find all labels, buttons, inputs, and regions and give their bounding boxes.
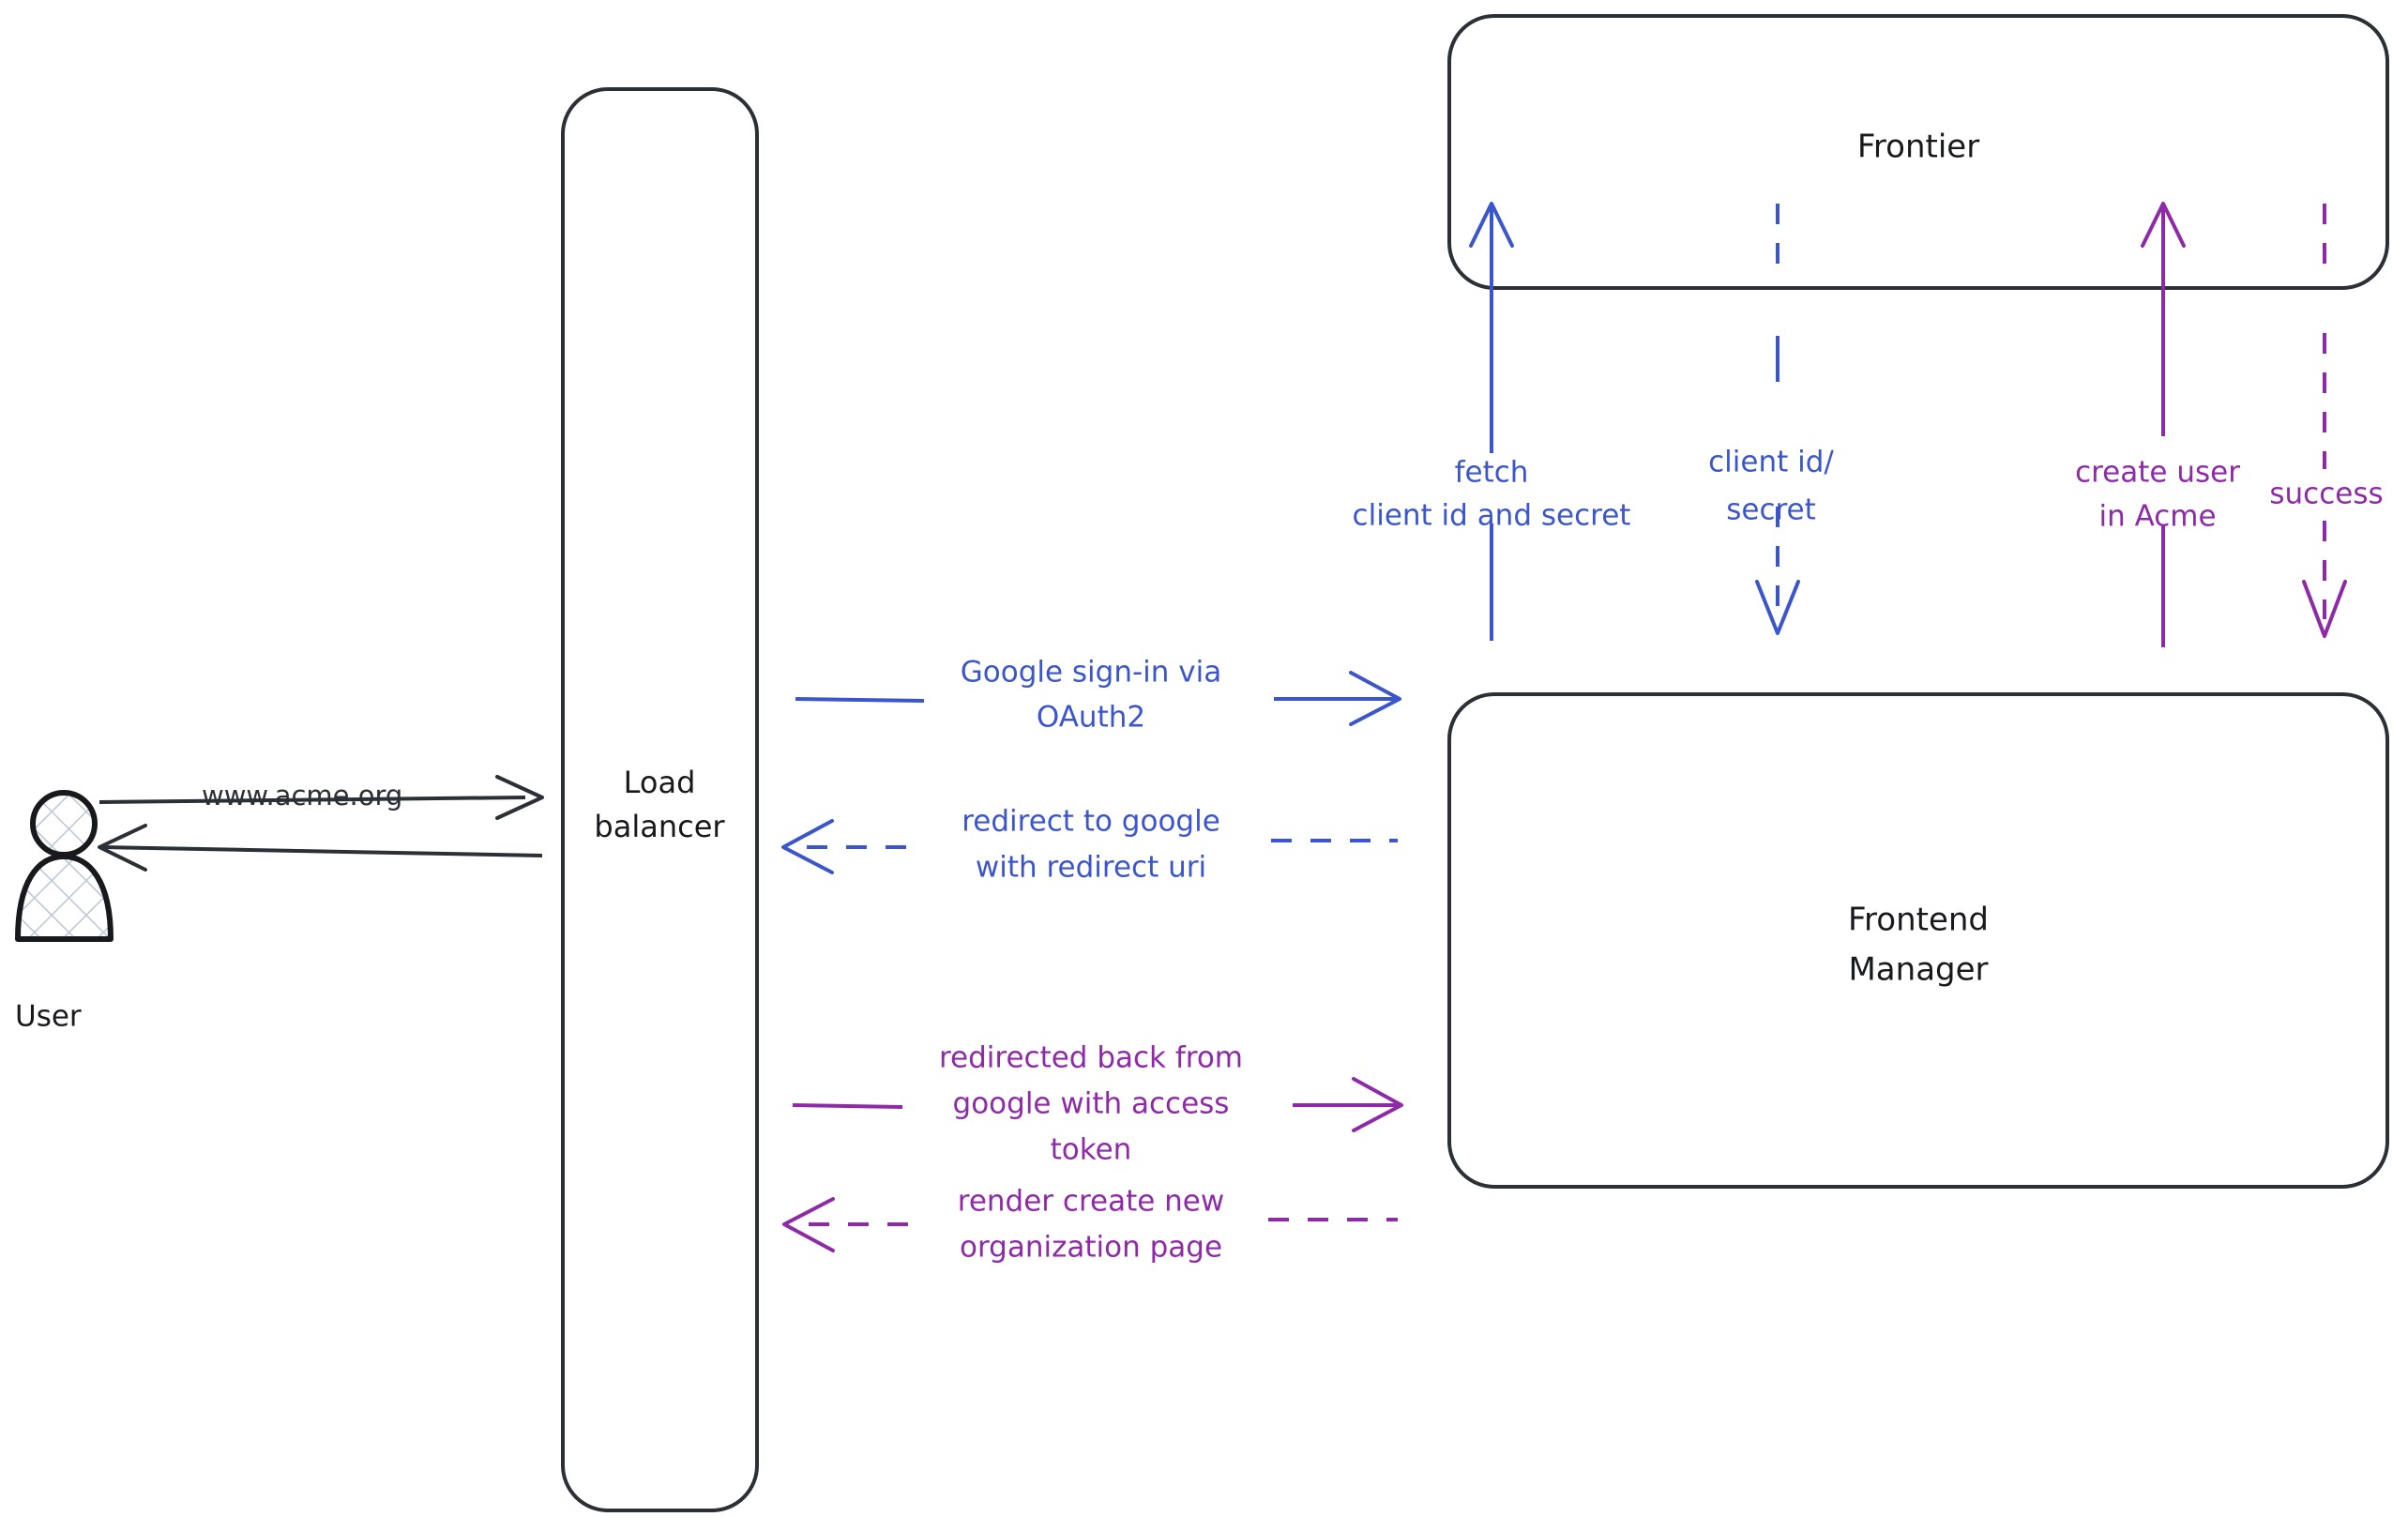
arrowhead-right-icon	[1349, 671, 1401, 726]
arrowhead-right-icon	[495, 775, 544, 820]
node-shape	[561, 87, 759, 1512]
edge-user-to-lb-label: www.acme.org	[202, 780, 402, 812]
edge-fm-to-lb-render-org-page[interactable]: render create new organization page	[782, 1185, 1398, 1265]
edge-render-org-label-line1: render create new	[958, 1185, 1224, 1219]
edge-access-token-label-line2: google with access	[953, 1087, 1230, 1121]
edge-redirect-label-line2: with redirect uri	[976, 851, 1206, 885]
node-frontier-label: Frontier	[1857, 129, 1979, 166]
edge-render-org-label-line2: organization page	[960, 1231, 1222, 1265]
edge-lb-to-fm-google-signin[interactable]: Google sign-in via OAuth2	[795, 656, 1401, 735]
edge-fm-to-frontier-create-user[interactable]: create user in Acme	[2075, 202, 2240, 647]
edge-load-balancer-to-user[interactable]	[98, 824, 543, 872]
edge-frontier-to-fm-credentials[interactable]: client id/ secret	[1708, 204, 1834, 635]
person-body-icon	[15, 854, 114, 942]
arrowhead-down-icon	[2302, 580, 2347, 638]
node-frontend-manager-label-line2: Manager	[1848, 951, 1988, 989]
actor-user-label: User	[15, 1000, 82, 1034]
node-load-balancer[interactable]: Load balancer	[561, 87, 759, 1512]
node-frontend-manager[interactable]: Frontend Manager	[1447, 692, 2389, 1189]
node-shape	[1447, 692, 2389, 1189]
edge-create-user-label-line1: create user	[2075, 456, 2240, 490]
node-frontend-manager-label-line1: Frontend	[1848, 902, 1989, 939]
edge-access-token-label-line3: token	[1051, 1133, 1132, 1167]
edge-access-token-label-line1: redirected back from	[939, 1041, 1243, 1075]
edge-create-user-label-line2: in Acme	[2098, 500, 2216, 534]
edge-lb-to-fm-access-token[interactable]: redirected back from google with access …	[792, 1041, 1403, 1167]
node-load-balancer-label-line1: Load	[624, 765, 696, 800]
node-shape	[1447, 14, 2389, 290]
node-load-balancer-label-line2: balancer	[594, 809, 725, 844]
edge-line-left	[795, 697, 925, 703]
node-frontier[interactable]: Frontier	[1447, 14, 2389, 290]
edge-google-signin-label-line1: Google sign-in via	[961, 656, 1222, 690]
edge-credentials-label-line2: secret	[1726, 493, 1816, 527]
edge-frontier-to-fm-success[interactable]: success	[2269, 204, 2384, 638]
edge-user-to-load-balancer[interactable]: www.acme.org	[98, 775, 544, 820]
edge-fetch-label-line1: fetch	[1455, 456, 1529, 490]
arrowhead-up-icon	[2141, 202, 2186, 248]
actor-user[interactable]: User	[15, 790, 114, 1034]
edge-fetch-label-line2: client id and secret	[1353, 499, 1631, 533]
edge-line-left	[792, 1103, 903, 1109]
edge-success-label: success	[2269, 478, 2383, 511]
edge-line	[102, 845, 543, 857]
arrowhead-left-icon	[98, 824, 147, 872]
arrowhead-left-icon	[782, 1197, 835, 1252]
edge-fm-to-frontier-fetch[interactable]: fetch client id and secret	[1353, 202, 1631, 641]
arrowhead-down-icon	[1755, 580, 1800, 635]
edge-line	[98, 796, 526, 804]
edge-google-signin-label-line2: OAuth2	[1037, 701, 1145, 735]
arrowhead-left-icon	[781, 819, 834, 874]
edge-credentials-label-line1: client id/	[1708, 446, 1834, 479]
edge-redirect-label-line1: redirect to google	[962, 805, 1220, 839]
edge-fm-to-lb-redirect[interactable]: redirect to google with redirect uri	[781, 805, 1398, 885]
person-head-icon	[30, 790, 98, 857]
arrowhead-right-icon	[1352, 1077, 1403, 1132]
